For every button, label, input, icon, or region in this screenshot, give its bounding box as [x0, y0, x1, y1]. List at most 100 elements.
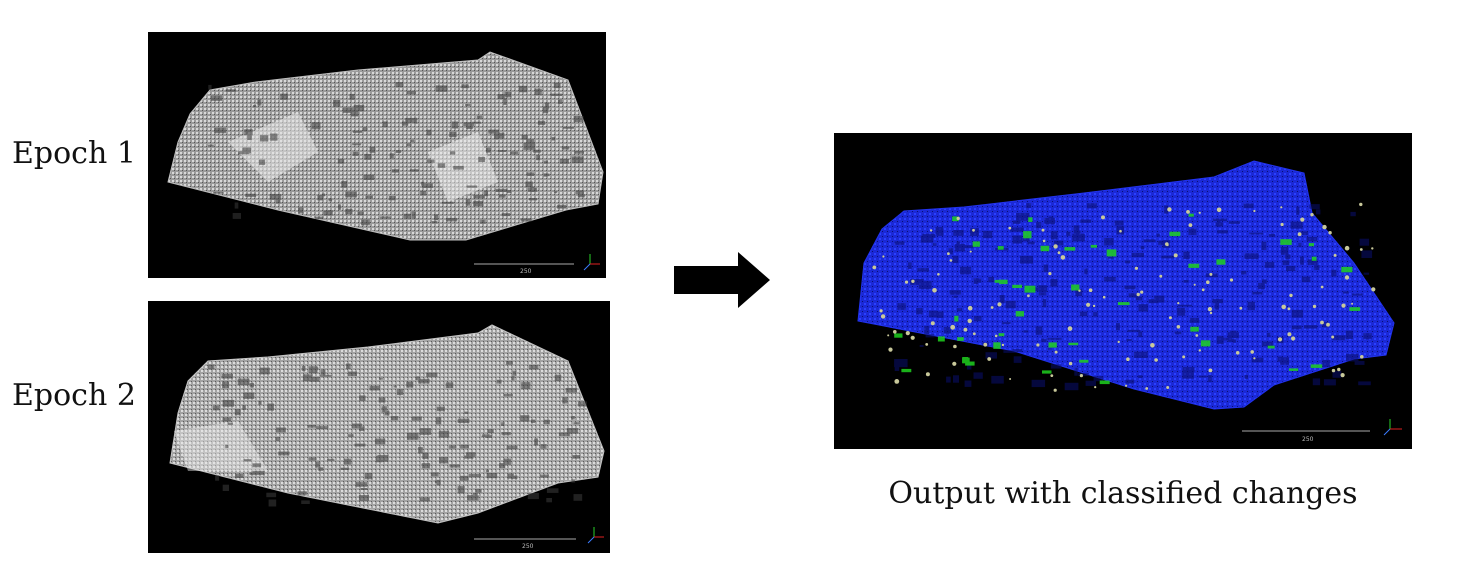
texture-mark — [965, 361, 975, 366]
texture-mark — [1332, 370, 1342, 378]
texture-mark — [315, 461, 320, 468]
texture-mark — [504, 91, 512, 98]
texture-mark — [484, 190, 488, 197]
texture-mark — [464, 411, 469, 414]
texture-mark — [550, 93, 563, 96]
texture-mark — [575, 190, 584, 195]
texture-mark — [1156, 233, 1160, 237]
texture-mark — [901, 368, 912, 373]
texture-mark — [530, 186, 535, 192]
texture-mark — [406, 91, 416, 95]
texture-mark — [338, 204, 342, 210]
texture-mark — [1048, 272, 1052, 276]
texture-mark — [893, 330, 897, 334]
texture-mark — [572, 455, 581, 459]
texture-mark — [495, 188, 508, 192]
texture-mark — [1341, 303, 1346, 308]
texture-mark — [1053, 244, 1058, 249]
texture-mark — [551, 136, 556, 141]
texture-mark — [562, 126, 574, 129]
texture-mark — [1198, 349, 1201, 352]
texture-mark — [1042, 239, 1046, 243]
texture-mark — [1227, 332, 1239, 339]
texture-mark — [546, 488, 559, 493]
texture-mark — [553, 82, 561, 89]
output-classified-view: 250 — [834, 133, 1412, 449]
texture-mark — [1189, 317, 1200, 323]
texture-mark — [905, 331, 910, 336]
texture-mark — [1188, 228, 1197, 235]
texture-mark — [1080, 219, 1092, 223]
texture-mark — [1300, 217, 1305, 222]
texture-mark — [243, 392, 255, 399]
texture-mark — [411, 416, 422, 421]
texture-mark — [1108, 256, 1114, 259]
texture-mark — [301, 500, 310, 504]
texture-mark — [1040, 245, 1050, 252]
texture-mark — [1124, 285, 1136, 290]
texture-mark — [1166, 386, 1170, 389]
texture-mark — [259, 159, 266, 165]
texture-mark — [451, 121, 458, 129]
texture-mark — [520, 415, 530, 422]
texture-mark — [925, 372, 930, 377]
texture-mark — [472, 493, 478, 497]
texture-mark — [350, 109, 359, 117]
texture-mark — [526, 172, 535, 176]
texture-mark — [411, 211, 416, 219]
texture-mark — [1053, 388, 1057, 392]
texture-mark — [925, 343, 929, 346]
texture-mark — [403, 213, 411, 219]
texture-mark — [235, 473, 244, 478]
texture-mark — [506, 445, 518, 450]
texture-mark — [389, 153, 394, 159]
texture-mark — [1092, 304, 1096, 308]
texture-mark — [1016, 212, 1030, 221]
texture-mark — [1363, 272, 1370, 275]
texture-mark — [521, 382, 531, 389]
texture-mark — [540, 444, 547, 449]
texture-mark — [457, 418, 470, 423]
texture-mark — [520, 218, 532, 222]
texture-mark — [436, 406, 445, 412]
texture-mark — [297, 491, 307, 496]
texture-mark — [1280, 357, 1290, 365]
texture-mark — [342, 107, 354, 113]
texture-mark — [998, 333, 1005, 337]
texture-mark — [253, 105, 257, 108]
texture-mark — [355, 482, 368, 487]
texture-mark — [543, 160, 548, 164]
texture-mark — [1289, 293, 1293, 298]
texture-mark — [537, 120, 546, 125]
texture-mark — [519, 85, 528, 93]
texture-mark — [928, 310, 938, 318]
texture-mark — [359, 426, 365, 431]
texture-mark — [1332, 335, 1346, 341]
texture-mark — [956, 216, 960, 221]
texture-mark — [966, 363, 972, 370]
texture-mark — [421, 463, 431, 469]
texture-mark — [1093, 312, 1098, 317]
output-classified-point-cloud-image: 250 — [857, 160, 1402, 443]
texture-mark — [321, 193, 325, 197]
texture-mark — [1206, 280, 1210, 284]
texture-mark — [1264, 262, 1275, 268]
texture-mark — [1041, 228, 1045, 232]
texture-mark — [344, 458, 352, 465]
texture-mark — [1287, 307, 1291, 311]
texture-mark — [1057, 251, 1061, 255]
texture-mark — [957, 337, 964, 341]
texture-mark — [1241, 271, 1247, 275]
texture-mark — [238, 151, 250, 155]
texture-mark — [974, 316, 982, 322]
texture-mark — [527, 493, 539, 500]
texture-mark — [557, 204, 567, 209]
texture-mark — [1023, 330, 1029, 333]
texture-mark — [1031, 379, 1046, 388]
texture-mark — [275, 197, 281, 204]
texture-mark — [1068, 361, 1073, 366]
texture-mark — [1048, 347, 1052, 350]
texture-mark — [494, 132, 505, 139]
texture-mark — [1002, 322, 1011, 325]
texture-mark — [1131, 252, 1144, 258]
